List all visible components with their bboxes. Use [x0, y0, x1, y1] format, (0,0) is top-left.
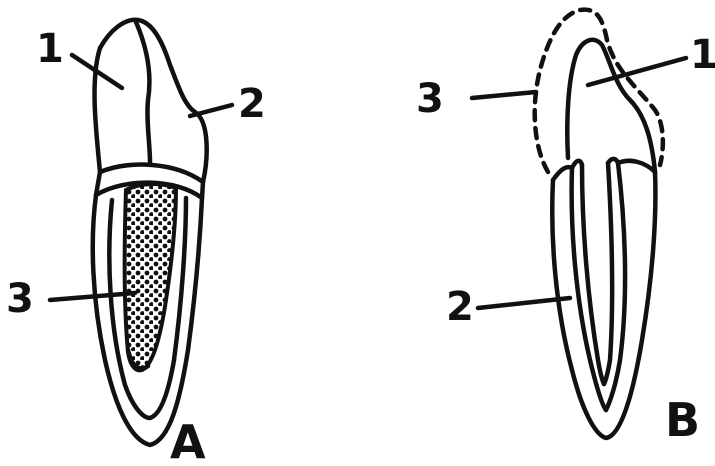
- figure-a-crown-divider: [136, 22, 150, 162]
- figure-b-canal-left: [582, 165, 604, 384]
- figure-b-callout-1: 1: [690, 32, 715, 78]
- figure-b-callout-2: 2: [446, 284, 474, 330]
- figure-b-leader-2: [478, 298, 570, 308]
- figure-b-leader-3: [472, 92, 536, 98]
- figure-b-leader-1: [588, 58, 686, 85]
- figure-b-crown: [567, 40, 655, 172]
- figure-a-callout-3: 3: [6, 276, 34, 322]
- figure-b-crown-base-right: [618, 161, 655, 172]
- figure-b-callout-3: 3: [416, 76, 444, 122]
- figure-b-missing-crown-outline: [535, 10, 663, 172]
- figure-b-label: B: [665, 393, 700, 447]
- figure-a-crown-band: [100, 165, 203, 182]
- figure-b-canal-right: [604, 163, 612, 384]
- figure-a: 1 2 3 A: [6, 20, 266, 466]
- figure-a-callout-1: 1: [36, 26, 64, 72]
- figure-a-canal-filling: [125, 184, 176, 370]
- figure-a-leader-3: [50, 293, 135, 300]
- figure-b: 1 2 3 B: [416, 10, 715, 447]
- figure-b-crown-base-left: [553, 167, 572, 180]
- figure-b-root-outer: [552, 172, 655, 438]
- figure-a-band-right: [202, 182, 203, 198]
- figure-b-canal-top: [572, 159, 618, 168]
- figure-a-callout-2: 2: [238, 81, 266, 127]
- figure-a-label: A: [170, 415, 206, 466]
